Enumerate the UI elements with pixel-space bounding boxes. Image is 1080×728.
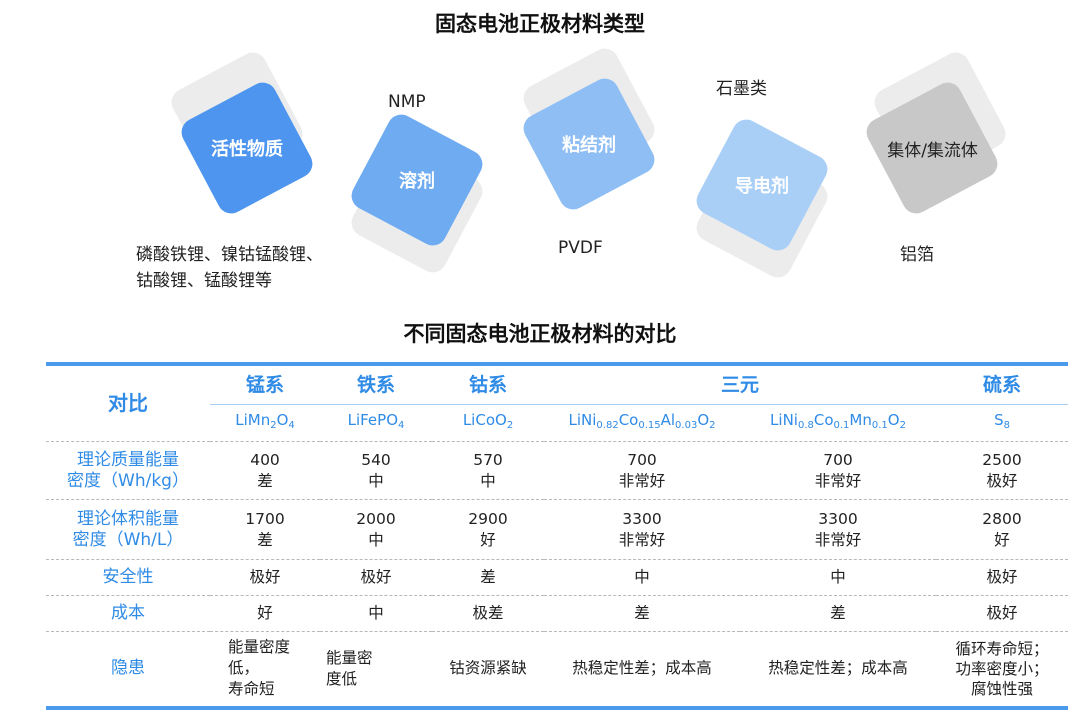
- table-cell: 2900 好: [432, 499, 544, 560]
- table-cell: 3300 非常好: [740, 499, 937, 560]
- row-label: 理论体积能量 密度（Wh/L）: [46, 499, 210, 560]
- table-cell: 1700 差: [210, 499, 320, 560]
- row-label: 成本: [46, 595, 210, 632]
- row-label: 安全性: [46, 559, 210, 596]
- component-caption: 铝箔: [900, 245, 934, 265]
- diagram-title: 固态电池正极材料类型: [435, 12, 645, 36]
- table-cell: 钴资源紧缺: [432, 631, 544, 710]
- group-header: 铁系: [320, 362, 432, 405]
- table-cell: 540 中: [320, 441, 432, 500]
- table-cell: 差: [432, 559, 544, 596]
- table-cell: 中: [320, 595, 432, 632]
- table-cell: 中: [544, 559, 740, 596]
- formula-header: LiNi0.82Co0.15Al0.03O2: [544, 404, 740, 442]
- formula-header: LiMn2O4: [210, 404, 320, 442]
- component-current-collector: 集体/集流体: [858, 47, 1011, 219]
- table-cell: 570 中: [432, 441, 544, 500]
- component-label: 集体/集流体: [886, 140, 978, 161]
- table-cell: 差: [740, 595, 937, 632]
- formula-header: LiCoO2: [432, 404, 544, 442]
- row-label: 理论质量能量 密度（Wh/kg）: [46, 441, 210, 500]
- table-cell: 热稳定性差；成本高: [544, 631, 740, 710]
- table-cell: 2000 中: [320, 499, 432, 560]
- table-row: 安全性 极好 极好 差 中 中 极好: [46, 559, 1069, 596]
- table-cell: 2800 好: [936, 499, 1069, 560]
- table-cell: 能量密度低， 寿命短: [210, 631, 320, 710]
- component-caption: 石墨类: [716, 79, 767, 99]
- row-label: 隐患: [46, 631, 210, 710]
- table-cell: 极差: [432, 595, 544, 632]
- group-header: 钴系: [432, 362, 544, 405]
- table-cell: 热稳定性差；成本高: [740, 631, 937, 710]
- table-cell: 极好: [936, 559, 1069, 596]
- table-cell: 700 非常好: [544, 441, 740, 500]
- table-cell: 好: [210, 595, 320, 632]
- component-label: 粘结剂: [562, 135, 616, 156]
- group-header: 锰系: [210, 362, 320, 405]
- comparison-table: 对比 锰系 铁系 钴系 三元 硫系 LiMn2O4 LiFePO4 LiCoO2…: [46, 362, 1069, 710]
- formula-header: LiNi0.8Co0.1Mn0.1O2: [740, 404, 937, 442]
- table-title: 不同固态电池正极材料的对比: [403, 322, 677, 346]
- table-cell: 极好: [210, 559, 320, 596]
- table-cell: 3300 非常好: [544, 499, 740, 560]
- formula-header: LiFePO4: [320, 404, 432, 442]
- table-cell: 差: [544, 595, 740, 632]
- component-label: 导电剂: [735, 176, 789, 197]
- table-row: 理论体积能量 密度（Wh/L） 1700 差 2000 中 2900 好 330…: [46, 499, 1069, 560]
- table-row: 成本 好 中 极差 差 差 极好: [46, 595, 1069, 632]
- component-caption: NMP: [388, 92, 426, 112]
- table-cell: 循环寿命短； 功率密度小； 腐蚀性强: [936, 631, 1069, 710]
- table-cell: 能量密 度低: [320, 631, 432, 710]
- component-caption: PVDF: [558, 238, 603, 258]
- component-binder: 粘结剂: [515, 43, 665, 215]
- component-solvent: 溶剂: [345, 109, 495, 278]
- table-cell: 400 差: [210, 441, 320, 500]
- component-label: 活性物质: [211, 139, 283, 160]
- component-label: 溶剂: [399, 171, 435, 192]
- table-row: 隐患 能量密度低， 寿命短 能量密 度低 钴资源紧缺 热稳定性差；成本高 热稳定…: [46, 631, 1069, 710]
- component-caption: 磷酸铁锂、镍钴锰酸锂、 钴酸锂、锰酸锂等: [136, 245, 323, 291]
- table-cell: 2500 极好: [936, 441, 1069, 500]
- formula-header: S8: [936, 404, 1069, 442]
- table-corner: 对比: [46, 362, 210, 442]
- group-header: 三元: [544, 362, 937, 405]
- table-row: 理论质量能量 密度（Wh/kg） 400 差 540 中 570 中 700 非…: [46, 441, 1069, 500]
- table-cell: 700 非常好: [740, 441, 937, 500]
- group-header: 硫系: [936, 362, 1069, 405]
- component-conductive-agent: 导电剂: [690, 114, 840, 283]
- table-cell: 极好: [320, 559, 432, 596]
- table-cell: 极好: [936, 595, 1069, 632]
- table-cell: 中: [740, 559, 937, 596]
- component-active-material: 活性物质: [166, 47, 325, 219]
